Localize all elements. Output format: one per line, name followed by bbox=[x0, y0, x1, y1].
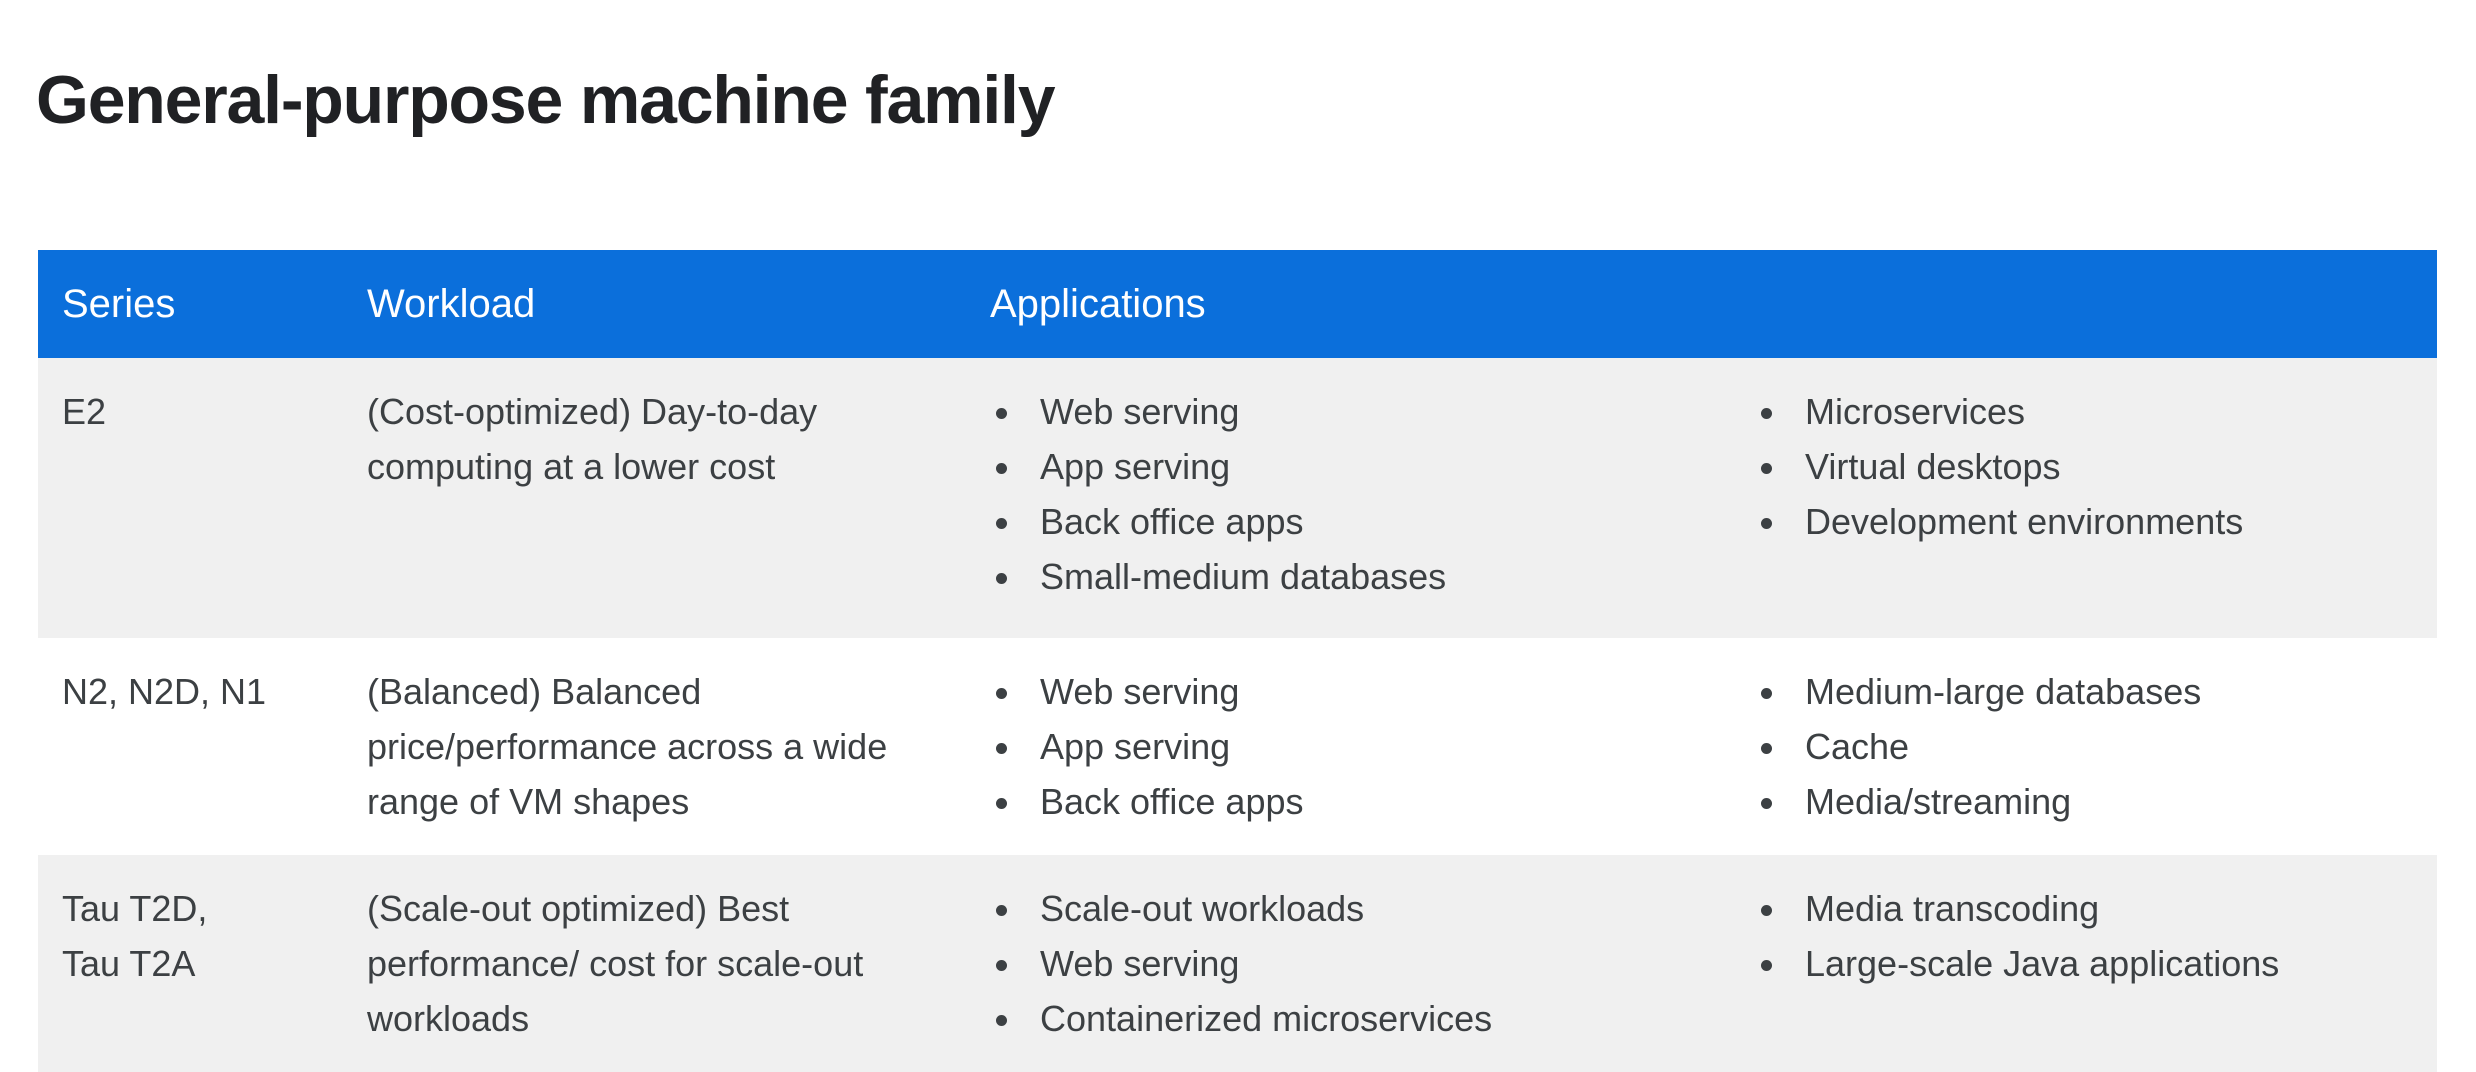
cell-applications-right: Medium-large databases Cache Media/strea… bbox=[1733, 638, 2437, 855]
list-item: Microservices bbox=[1753, 384, 2427, 439]
cell-workload: (Scale-out optimized) Best performance/ … bbox=[367, 888, 864, 1039]
column-header-workload: Workload bbox=[367, 282, 536, 326]
table-row: E2 (Cost-optimized) Day-to-day computing… bbox=[38, 358, 2437, 638]
cell-series: Tau T2D, Tau T2A bbox=[62, 888, 208, 984]
list-item: Large-scale Java applications bbox=[1753, 936, 2427, 991]
list-item: Scale-out workloads bbox=[988, 881, 1723, 936]
column-header-applications: Applications bbox=[990, 282, 1206, 326]
list-item: Back office apps bbox=[988, 494, 1723, 549]
bullet-list: Microservices Virtual desktops Developme… bbox=[1753, 384, 2427, 549]
cell-applications-left: Web serving App serving Back office apps bbox=[968, 638, 1733, 855]
table-row: N2, N2D, N1 (Balanced) Balanced price/pe… bbox=[38, 638, 2437, 855]
page-title: General-purpose machine family bbox=[36, 61, 1056, 138]
cell-applications-left: Web serving App serving Back office apps… bbox=[968, 358, 1733, 638]
list-item: Web serving bbox=[988, 664, 1723, 719]
cell-series: E2 bbox=[62, 391, 107, 432]
column-header-applications-continued bbox=[1733, 250, 2437, 358]
table-header-row: Series Workload Applications bbox=[38, 250, 2437, 358]
list-item: Containerized microservices bbox=[988, 991, 1723, 1046]
cell-applications-right: Microservices Virtual desktops Developme… bbox=[1733, 358, 2437, 638]
cell-series: N2, N2D, N1 bbox=[62, 671, 267, 712]
list-item: Web serving bbox=[988, 384, 1723, 439]
list-item: Development environments bbox=[1753, 494, 2427, 549]
bullet-list: Media transcoding Large-scale Java appli… bbox=[1753, 881, 2427, 991]
list-item: Virtual desktops bbox=[1753, 439, 2427, 494]
table-row: Tau T2D, Tau T2A (Scale-out optimized) B… bbox=[38, 855, 2437, 1072]
bullet-list: Scale-out workloads Web serving Containe… bbox=[988, 881, 1723, 1046]
column-header-series: Series bbox=[62, 282, 176, 326]
cell-applications-left: Scale-out workloads Web serving Containe… bbox=[968, 855, 1733, 1072]
bullet-list: Web serving App serving Back office apps bbox=[988, 664, 1723, 829]
machine-family-table: Series Workload Applications E2 (Cost-op… bbox=[38, 250, 2437, 1072]
bullet-list: Medium-large databases Cache Media/strea… bbox=[1753, 664, 2427, 829]
cell-workload: (Cost-optimized) Day-to-day computing at… bbox=[367, 391, 818, 487]
list-item: App serving bbox=[988, 719, 1723, 774]
list-item: Media/streaming bbox=[1753, 774, 2427, 829]
list-item: Cache bbox=[1753, 719, 2427, 774]
bullet-list: Web serving App serving Back office apps… bbox=[988, 384, 1723, 604]
table-body: E2 (Cost-optimized) Day-to-day computing… bbox=[38, 358, 2437, 1072]
table-header: Series Workload Applications bbox=[38, 250, 2437, 358]
list-item: Small-medium databases bbox=[988, 549, 1723, 604]
cell-workload: (Balanced) Balanced price/performance ac… bbox=[367, 671, 888, 822]
list-item: App serving bbox=[988, 439, 1723, 494]
list-item: Web serving bbox=[988, 936, 1723, 991]
cell-applications-right: Media transcoding Large-scale Java appli… bbox=[1733, 855, 2437, 1072]
list-item: Medium-large databases bbox=[1753, 664, 2427, 719]
list-item: Media transcoding bbox=[1753, 881, 2427, 936]
list-item: Back office apps bbox=[988, 774, 1723, 829]
